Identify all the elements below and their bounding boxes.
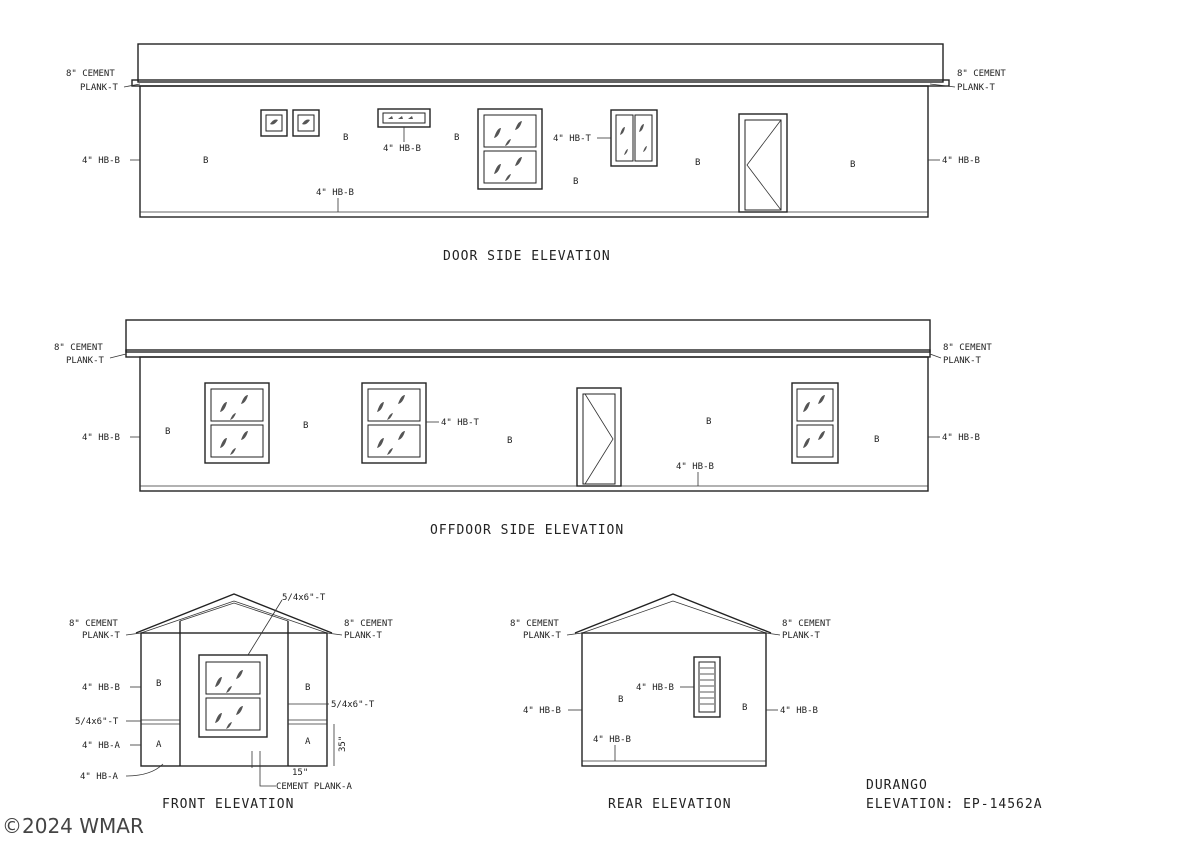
double-hung-window (791, 382, 839, 464)
double-hung-window (204, 382, 270, 464)
siding-tag: B (874, 435, 879, 445)
svg-text:PLANK-T: PLANK-T (80, 83, 119, 93)
siding-tag: B (706, 417, 711, 427)
siding-tag: B (303, 421, 308, 431)
siding-tag: A (305, 737, 311, 747)
double-hung-window (477, 108, 543, 190)
awning-window (377, 108, 431, 128)
svg-text:PLANK-T: PLANK-T (782, 631, 821, 641)
roof-shingles (125, 319, 931, 353)
dimension-15: 15" (292, 768, 308, 778)
siding-tag: B (507, 436, 512, 446)
callout-hb-b: 4" HB-B (82, 156, 120, 166)
gable-roof (574, 593, 772, 634)
roof-shingles (137, 43, 944, 83)
front-elevation: 35" 15" 8" CEMENT PLANK-T 8" CEMENT PLAN… (69, 593, 393, 812)
svg-text:PLANK-T: PLANK-T (523, 631, 562, 641)
svg-text:PLANK-T: PLANK-T (344, 631, 383, 641)
callout-right-plank: 8" CEMENT PLANK-T (765, 619, 831, 641)
callout-hb-a: 4" HB-A (80, 772, 119, 782)
svg-text:8" CEMENT: 8" CEMENT (54, 343, 103, 353)
callout-left-plank: 8" CEMENT PLANK-T (54, 343, 127, 366)
gable-roof (135, 593, 333, 634)
offdoor-side-elevation: 8" CEMENT PLANK-T 8" CEMENT PLANK-T 4" H… (54, 319, 992, 538)
svg-text:8" CEMENT: 8" CEMENT (69, 619, 118, 629)
svg-text:PLANK-T: PLANK-T (957, 83, 996, 93)
wall-outline (139, 356, 929, 492)
svg-text:8" CEMENT: 8" CEMENT (957, 69, 1006, 79)
callout-hb-b: 4" HB-B (636, 683, 674, 693)
siding-tag: B (156, 679, 161, 689)
callout-right-plank: 8" CEMENT PLANK-T (929, 343, 992, 366)
watermark-text: ©2024 WMAR (2, 814, 144, 838)
siding-tag: B (203, 156, 208, 166)
svg-text:8" CEMENT: 8" CEMENT (510, 619, 559, 629)
siding-tag: B (742, 703, 747, 713)
small-window (292, 109, 320, 137)
svg-text:8" CEMENT: 8" CEMENT (66, 69, 115, 79)
callout-hb-b: 4" HB-B (780, 706, 818, 716)
door-side-elevation: 8" CEMENT PLANK-T 8" CEMENT PLANK-T 4" H… (66, 43, 1006, 264)
offdoor-side-title: OFFDOOR SIDE ELEVATION (430, 523, 624, 538)
callout-hb-b: 4" HB-B (316, 188, 354, 198)
callout-hb-b: 4" HB-B (593, 735, 631, 745)
svg-text:8" CEMENT: 8" CEMENT (943, 343, 992, 353)
callout-trim: 5/4x6"-T (75, 717, 119, 727)
callout-hb-b: 4" HB-B (942, 433, 980, 443)
callout-right-plank: 8" CEMENT PLANK-T (326, 619, 393, 641)
siding-tag: B (305, 683, 310, 693)
siding-tag: B (165, 427, 170, 437)
svg-text:8" CEMENT: 8" CEMENT (344, 619, 393, 629)
callout-left-plank: 8" CEMENT PLANK-T (510, 619, 583, 641)
callout-trim: 5/4x6"-T (331, 700, 375, 710)
small-window (260, 109, 288, 137)
siding-tag: B (618, 695, 623, 705)
entry-door (738, 113, 788, 213)
elevation-number: ELEVATION: EP-14562A (866, 797, 1043, 812)
callout-trim: 5/4x6"-T (282, 593, 326, 603)
double-hung-window (361, 382, 427, 464)
double-hung-window (198, 654, 268, 738)
callout-hb-a: 4" HB-A (82, 741, 121, 751)
entry-door (576, 387, 622, 487)
front-elevation-title: FRONT ELEVATION (162, 797, 294, 812)
svg-text:PLANK-T: PLANK-T (943, 356, 982, 366)
wall-outline (581, 632, 767, 767)
callout-hb-b: 4" HB-B (676, 462, 714, 472)
siding-tag: B (454, 133, 459, 143)
callout-hb-b: 4" HB-B (942, 156, 980, 166)
callout-hb-b: 4" HB-B (523, 706, 561, 716)
siding-tag: B (573, 177, 578, 187)
louvered-vent (693, 656, 721, 718)
wall-outline (139, 85, 929, 218)
callout-hb-t: 4" HB-T (441, 418, 480, 428)
model-name: DURANGO (866, 778, 928, 793)
rear-elevation-title: REAR ELEVATION (608, 797, 732, 812)
callout-hb-b: 4" HB-B (82, 433, 120, 443)
callout-cement-plank-a: CEMENT PLANK-A (276, 782, 352, 792)
slider-window (610, 109, 658, 167)
callout-left-plank: 8" CEMENT PLANK-T (69, 619, 142, 641)
dimension-35: 35" (338, 736, 348, 752)
svg-text:PLANK-T: PLANK-T (82, 631, 121, 641)
rear-elevation: 8" CEMENT PLANK-T 8" CEMENT PLANK-T 4" H… (510, 593, 831, 812)
door-side-title: DOOR SIDE ELEVATION (443, 249, 611, 264)
roof-fascia (131, 79, 950, 87)
callout-right-plank: 8" CEMENT PLANK-T (929, 69, 1006, 93)
svg-text:8" CEMENT: 8" CEMENT (782, 619, 831, 629)
callout-hb-t: 4" HB-T (553, 134, 592, 144)
callout-left-plank: 8" CEMENT PLANK-T (66, 69, 141, 93)
svg-text:PLANK-T: PLANK-T (66, 356, 105, 366)
callout-hb-b: 4" HB-B (383, 144, 421, 154)
siding-tag: A (156, 740, 162, 750)
siding-tag: B (343, 133, 348, 143)
siding-tag: B (850, 160, 855, 170)
siding-tag: B (695, 158, 700, 168)
roof-fascia (125, 349, 931, 358)
callout-hb-b: 4" HB-B (82, 683, 120, 693)
